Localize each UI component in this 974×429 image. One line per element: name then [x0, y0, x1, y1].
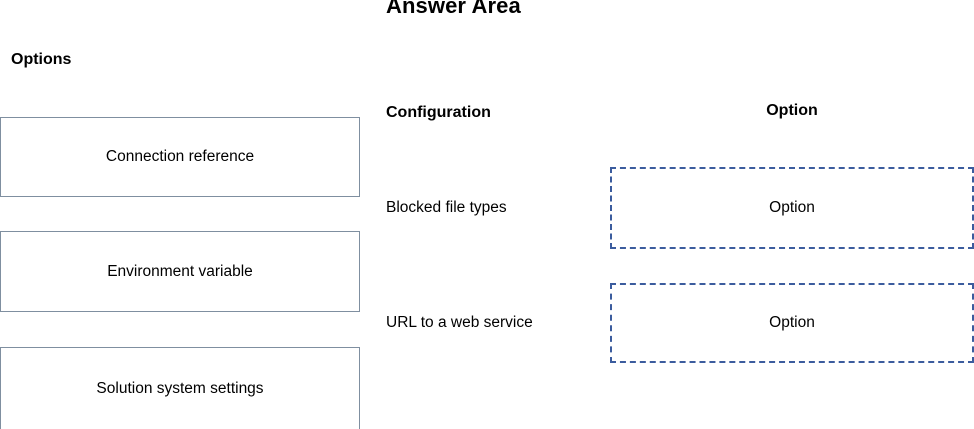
- drop-zone-placeholder: Option: [769, 199, 815, 216]
- option-source-label: Environment variable: [107, 262, 253, 280]
- option-source-solution-system-settings[interactable]: Solution system settings: [0, 347, 360, 429]
- column-header-configuration: Configuration: [386, 104, 491, 121]
- configuration-label-url-to-a-web-service: URL to a web service: [386, 314, 533, 331]
- drop-zone-placeholder: Option: [769, 314, 815, 331]
- answer-area-title: Answer Area: [386, 0, 521, 18]
- drop-zone-blocked-file-types[interactable]: Option: [610, 167, 974, 249]
- drop-zone-url-to-a-web-service[interactable]: Option: [610, 283, 974, 363]
- column-header-option: Option: [766, 102, 818, 119]
- option-source-label: Solution system settings: [96, 379, 264, 397]
- option-source-environment-variable[interactable]: Environment variable: [0, 231, 360, 312]
- configuration-label-blocked-file-types: Blocked file types: [386, 199, 507, 216]
- options-title: Options: [11, 51, 72, 68]
- option-source-connection-reference[interactable]: Connection reference: [0, 117, 360, 197]
- option-source-label: Connection reference: [105, 148, 255, 165]
